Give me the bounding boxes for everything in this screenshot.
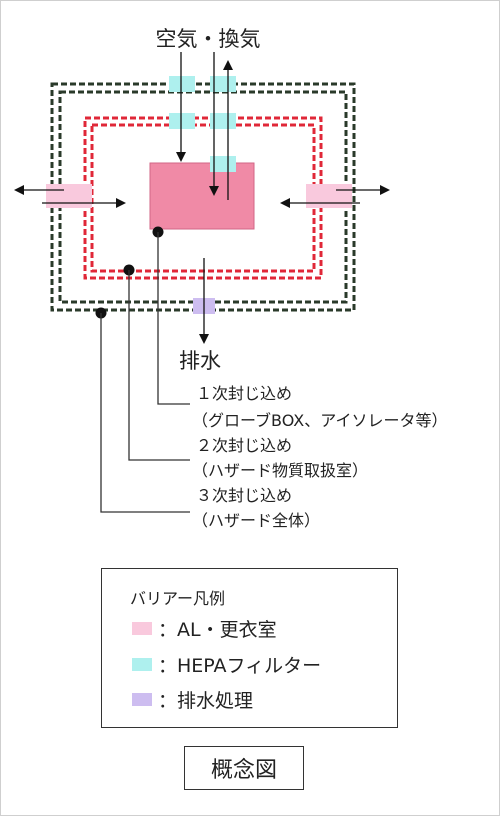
legend-label-airlock: ：AL・更衣室 (158, 618, 277, 641)
drain-label: 排水 (179, 349, 221, 373)
legend-item-drain: ：排水処理 (132, 686, 253, 712)
legend-swatch-hepa (132, 657, 152, 671)
secondary-detail: （ハザード物質取扱室） (192, 461, 368, 480)
legend-swatch-drain (132, 692, 152, 706)
hepa-filter-2 (210, 76, 236, 92)
figure-caption: 概念図 (184, 746, 304, 790)
legend-title: バリアー凡例 (130, 589, 226, 608)
legend-swatch-airlock (132, 621, 152, 635)
barrier-legend: バリアー凡例 ：AL・更衣室 ：HEPAフィルター ：排水処理 (101, 568, 398, 728)
leader-tertiary (95, 307, 190, 513)
primary-title: １次封じ込め (196, 384, 292, 403)
secondary-title: ２次封じ込め (196, 436, 292, 455)
hepa-filter-1 (169, 76, 195, 92)
hepa-filter-5 (210, 156, 236, 172)
legend-label-hepa: ：HEPAフィルター (158, 654, 322, 677)
hepa-filter-4 (210, 113, 236, 129)
legend-label-drain: ：排水処理 (158, 689, 254, 712)
airlock-right (306, 184, 352, 208)
tertiary-title: ３次封じ込め (196, 486, 292, 505)
airlock-left (46, 184, 92, 208)
leader-primary (152, 226, 190, 405)
primary-detail: （グローブBOX、アイソレータ等） (192, 411, 447, 430)
air-ventilation-label: 空気・換気 (156, 27, 261, 51)
leader-secondary (123, 264, 190, 461)
legend-item-hepa: ：HEPAフィルター (132, 651, 321, 677)
primary-containment-box (149, 162, 255, 230)
legend-item-airlock: ：AL・更衣室 (132, 615, 277, 641)
tertiary-detail: （ハザード全体） (192, 511, 320, 530)
hepa-filter-3 (169, 113, 195, 129)
